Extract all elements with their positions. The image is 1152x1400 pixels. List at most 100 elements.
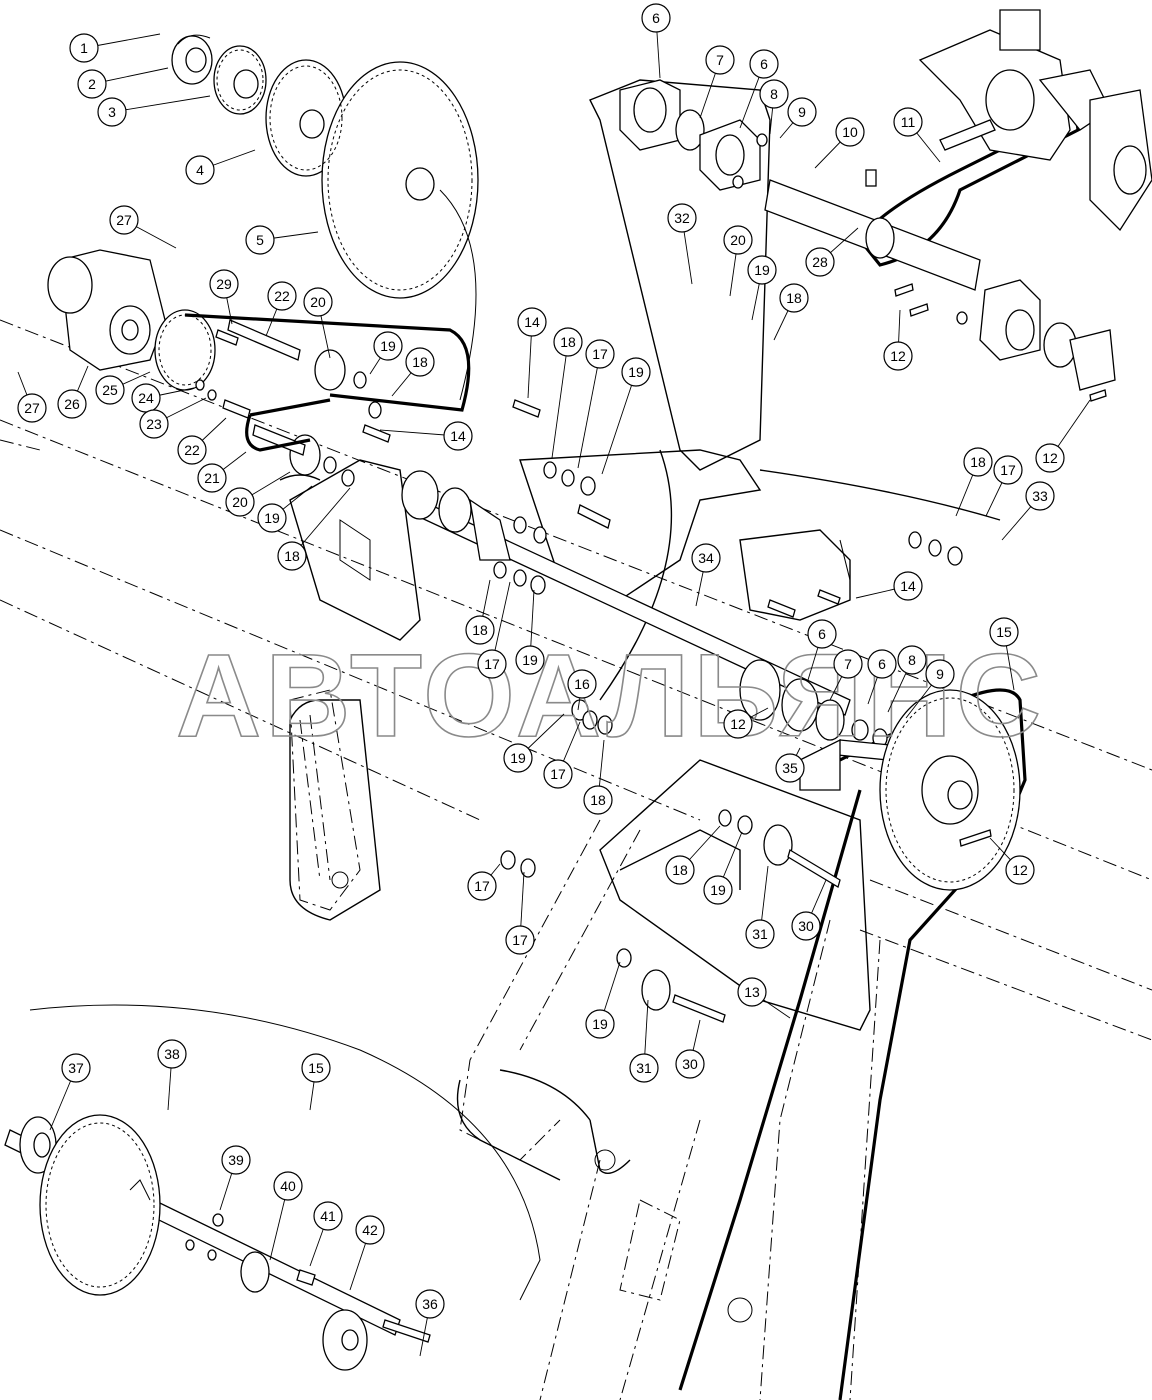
callout-31: 31 [629,999,659,1083]
callout-circle [667,203,697,233]
callout-37: 37 [49,1053,91,1131]
callout-number: 1 [80,40,88,56]
callout-number: 16 [574,676,590,692]
callout-30: 30 [791,879,827,941]
callout-circle [805,247,835,277]
callout-19: 19 [601,357,651,475]
top-sprocket-stack [171,34,479,401]
callout-number: 8 [908,652,916,668]
callout-16: 16 [567,669,597,711]
callout-11: 11 [893,107,941,163]
callout-number: 17 [484,656,500,672]
callout-number: 37 [68,1060,84,1076]
callout-12: 12 [883,309,913,371]
callout-27: 27 [17,371,47,423]
callout-21: 21 [197,451,247,493]
callout-6: 6 [807,619,837,681]
callout-circle [925,659,955,689]
callout-42: 42 [349,1215,385,1291]
callout-14: 14 [379,421,473,451]
callout-number: 14 [450,428,466,444]
callout-circle [747,255,777,285]
callout-circle [139,409,169,439]
callout-19: 19 [369,331,403,375]
callout-17: 17 [985,455,1023,517]
callout-3: 3 [97,95,211,127]
callout-40: 40 [269,1171,303,1261]
callout-number: 14 [524,314,540,330]
callout-number: 30 [682,1056,698,1072]
callout-number: 18 [472,622,488,638]
callout-circle [567,669,597,699]
callout-17: 17 [467,863,501,901]
callout-number: 19 [754,262,770,278]
callout-circle [835,117,865,147]
callout-circle [1025,481,1055,511]
callout-circle [57,389,87,419]
callout-6: 6 [641,3,671,79]
callout-circle [583,785,613,815]
left-sprocket-group [154,309,541,487]
callout-number: 6 [818,626,826,642]
callout-circle [517,307,547,337]
callout-17: 17 [577,339,615,469]
callout-1: 1 [69,33,161,63]
callout-circle [585,339,615,369]
callout-circle [791,911,821,941]
callout-circle [723,709,753,739]
callout-2: 2 [77,67,169,99]
callout-33: 33 [1001,481,1055,541]
callout-12: 12 [1035,399,1091,473]
callout-17: 17 [505,871,535,955]
callout-number: 8 [770,86,778,102]
callout-number: 22 [274,288,290,304]
callout-15: 15 [989,617,1019,691]
callout-circle [1035,443,1065,473]
callout-number: 6 [878,656,886,672]
callout-circle [641,3,671,33]
callout-circle [313,1201,343,1231]
callout-number: 19 [522,652,538,668]
callout-leader [601,371,637,475]
callout-circle [17,393,47,423]
callout-number: 18 [970,454,986,470]
gearbox [918,9,1152,232]
callout-number: 15 [996,624,1012,640]
callout-28: 28 [805,227,859,277]
callout-circle [515,645,545,675]
callout-27: 27 [109,205,177,249]
callout-5: 5 [245,225,319,255]
callout-number: 19 [710,882,726,898]
callout-circle [675,1049,705,1079]
callout-22: 22 [177,417,227,465]
callout-circle [95,375,125,405]
callout-number: 9 [936,666,944,682]
callout-19: 19 [747,255,777,321]
callout-19: 19 [703,831,743,905]
callout-circle [893,571,923,601]
callout-circle [301,1053,331,1083]
callout-number: 40 [280,1178,296,1194]
callout-number: 18 [560,334,576,350]
callout-circle [405,347,435,377]
callout-12: 12 [989,837,1035,885]
callout-number: 30 [798,918,814,934]
callout-14: 14 [855,571,923,601]
callout-number: 31 [752,926,768,942]
callout-number: 13 [744,984,760,1000]
callout-circle [1005,855,1035,885]
callout-number: 3 [108,104,116,120]
callout-25: 25 [95,371,151,405]
callout-circle [883,341,913,371]
callout-18: 18 [665,825,721,885]
callout-29: 29 [209,269,239,325]
callout-circle [737,977,767,1007]
callout-number: 17 [1000,462,1016,478]
callout-number: 34 [698,550,714,566]
callout-17: 17 [477,581,511,679]
callout-circle [209,269,239,299]
callout-number: 20 [730,232,746,248]
callout-12: 12 [723,707,769,739]
callout-number: 28 [812,254,828,270]
callout-circle [69,33,99,63]
